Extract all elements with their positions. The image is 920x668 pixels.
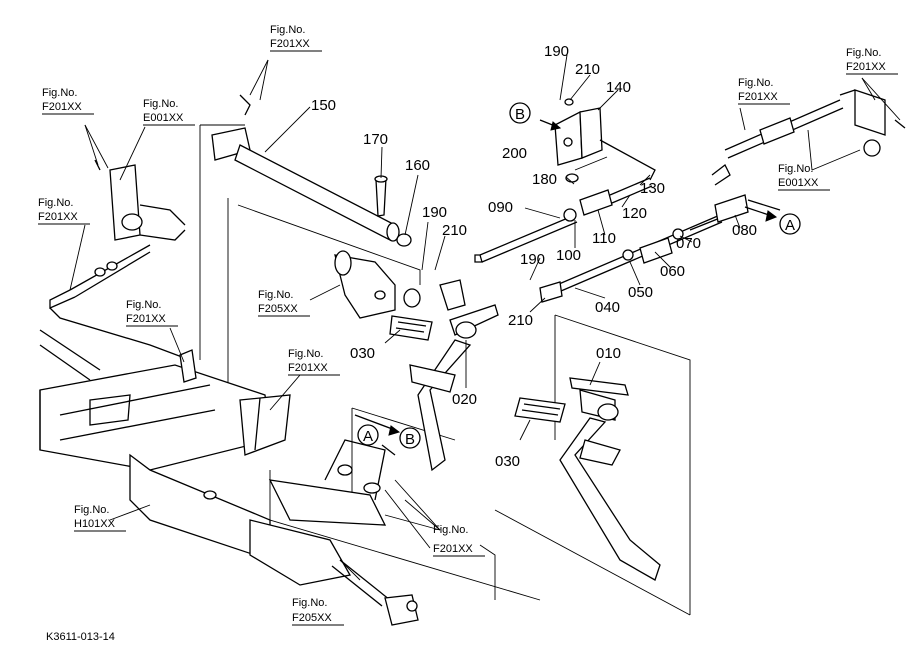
bracket-140 [554, 98, 656, 183]
svg-text:F201XX: F201XX [288, 362, 328, 374]
fig-ref-3: Fig.No. E001XX [143, 98, 195, 126]
leader-lines [69, 54, 901, 581]
marker-a-left: A [357, 424, 379, 446]
part-label-190-b: 190 [544, 43, 569, 60]
left-rod-assembly [49, 159, 197, 383]
svg-text:F201XX: F201XX [846, 61, 886, 73]
svg-text:A: A [785, 217, 795, 234]
diagram-code: K3611-013-14 [46, 631, 115, 643]
part-label-030-a: 030 [350, 345, 375, 362]
center-bracket [334, 250, 421, 319]
part-label-160: 160 [405, 157, 430, 174]
marker-b-left: B [399, 427, 421, 449]
direction-arrows [354, 119, 778, 456]
fig-ref-2: Fig.No. F201XX [42, 87, 94, 115]
svg-text:F205XX: F205XX [292, 612, 332, 624]
fig-ref-5: Fig.No. F201XX [126, 299, 178, 327]
svg-text:Fig.No.: Fig.No. [270, 24, 305, 36]
svg-text:Fig.No.: Fig.No. [778, 163, 813, 175]
part-label-190-a: 190 [422, 204, 447, 221]
panel-outlines [199, 124, 691, 616]
fig-ref-11: Fig.No. H101XX [74, 504, 126, 532]
svg-text:F201XX: F201XX [38, 211, 78, 223]
part-label-070: 070 [676, 235, 701, 252]
part-label-140: 140 [606, 79, 631, 96]
part-label-110: 110 [592, 230, 616, 247]
fig-ref-4: Fig.No. F201XX [38, 197, 90, 225]
svg-text:A: A [363, 428, 373, 445]
svg-text:F201XX: F201XX [738, 91, 778, 103]
svg-text:B: B [405, 431, 415, 448]
part-labels: 150 170 160 190 210 030 020 190 210 140 … [311, 43, 757, 470]
pin-170 [374, 175, 388, 217]
fig-ref-13: Fig.No. F205XX [292, 597, 344, 626]
fig-ref-6: Fig.No. F205XX [258, 289, 310, 317]
svg-text:Fig.No.: Fig.No. [738, 77, 773, 89]
marker-a-right: A [779, 213, 801, 235]
part-label-210-c: 210 [508, 312, 533, 329]
fig-ref-9: Fig.No. E001XX [778, 163, 830, 191]
svg-text:H101XX: H101XX [74, 518, 116, 530]
part-label-120: 120 [622, 205, 647, 222]
svg-text:Fig.No.: Fig.No. [433, 524, 468, 536]
part-label-050: 050 [628, 284, 653, 301]
pedal-shaft-150 [211, 94, 412, 247]
part-label-180: 180 [532, 171, 557, 188]
svg-text:E001XX: E001XX [778, 177, 819, 189]
svg-text:Fig.No.: Fig.No. [74, 504, 109, 516]
part-label-020: 020 [452, 391, 477, 408]
part-label-210-b: 210 [575, 61, 600, 78]
svg-text:F201XX: F201XX [270, 38, 310, 50]
svg-text:Fig.No.: Fig.No. [258, 289, 293, 301]
part-label-210-a: 210 [442, 222, 467, 239]
marker-b-top: B [509, 102, 531, 124]
svg-text:Fig.No.: Fig.No. [143, 98, 178, 110]
fig-ref-12: Fig.No. F201XX [433, 524, 485, 557]
part-label-010: 010 [596, 345, 621, 362]
part-label-080: 080 [732, 222, 757, 239]
fig-ref-7: Fig.No. F201XX [288, 348, 340, 376]
fig-ref-8: Fig.No. F201XX [738, 77, 790, 105]
fig-ref-1: Fig.No. F201XX [270, 24, 322, 52]
part-label-030-b: 030 [495, 453, 520, 470]
part-label-200: 200 [502, 145, 527, 162]
svg-text:E001XX: E001XX [143, 112, 184, 124]
svg-text:F201XX: F201XX [126, 313, 166, 325]
svg-text:Fig.No.: Fig.No. [292, 597, 327, 609]
svg-text:Fig.No.: Fig.No. [38, 197, 73, 209]
svg-text:Fig.No.: Fig.No. [288, 348, 323, 360]
part-label-190-c: 190 [520, 251, 545, 268]
fig-ref-10: Fig.No. F201XX [846, 47, 898, 75]
pedal-020 [389, 279, 499, 472]
right-rod-assembly [711, 89, 906, 186]
svg-text:F201XX: F201XX [433, 543, 473, 555]
tractor-frame [39, 329, 387, 586]
pedal-010 [514, 377, 661, 581]
part-label-040: 040 [595, 299, 620, 316]
part-label-090: 090 [488, 199, 513, 216]
svg-text:B: B [515, 106, 525, 123]
part-label-100: 100 [556, 247, 581, 264]
svg-text:Fig.No.: Fig.No. [846, 47, 881, 59]
svg-text:Fig.No.: Fig.No. [126, 299, 161, 311]
svg-text:Fig.No.: Fig.No. [42, 87, 77, 99]
lower-rod [331, 559, 419, 626]
part-label-150: 150 [311, 97, 336, 114]
rods [474, 177, 781, 303]
svg-text:F205XX: F205XX [258, 303, 298, 315]
part-label-130: 130 [640, 180, 665, 197]
part-label-170: 170 [363, 131, 388, 148]
part-label-060: 060 [660, 263, 685, 280]
svg-text:F201XX: F201XX [42, 101, 82, 113]
